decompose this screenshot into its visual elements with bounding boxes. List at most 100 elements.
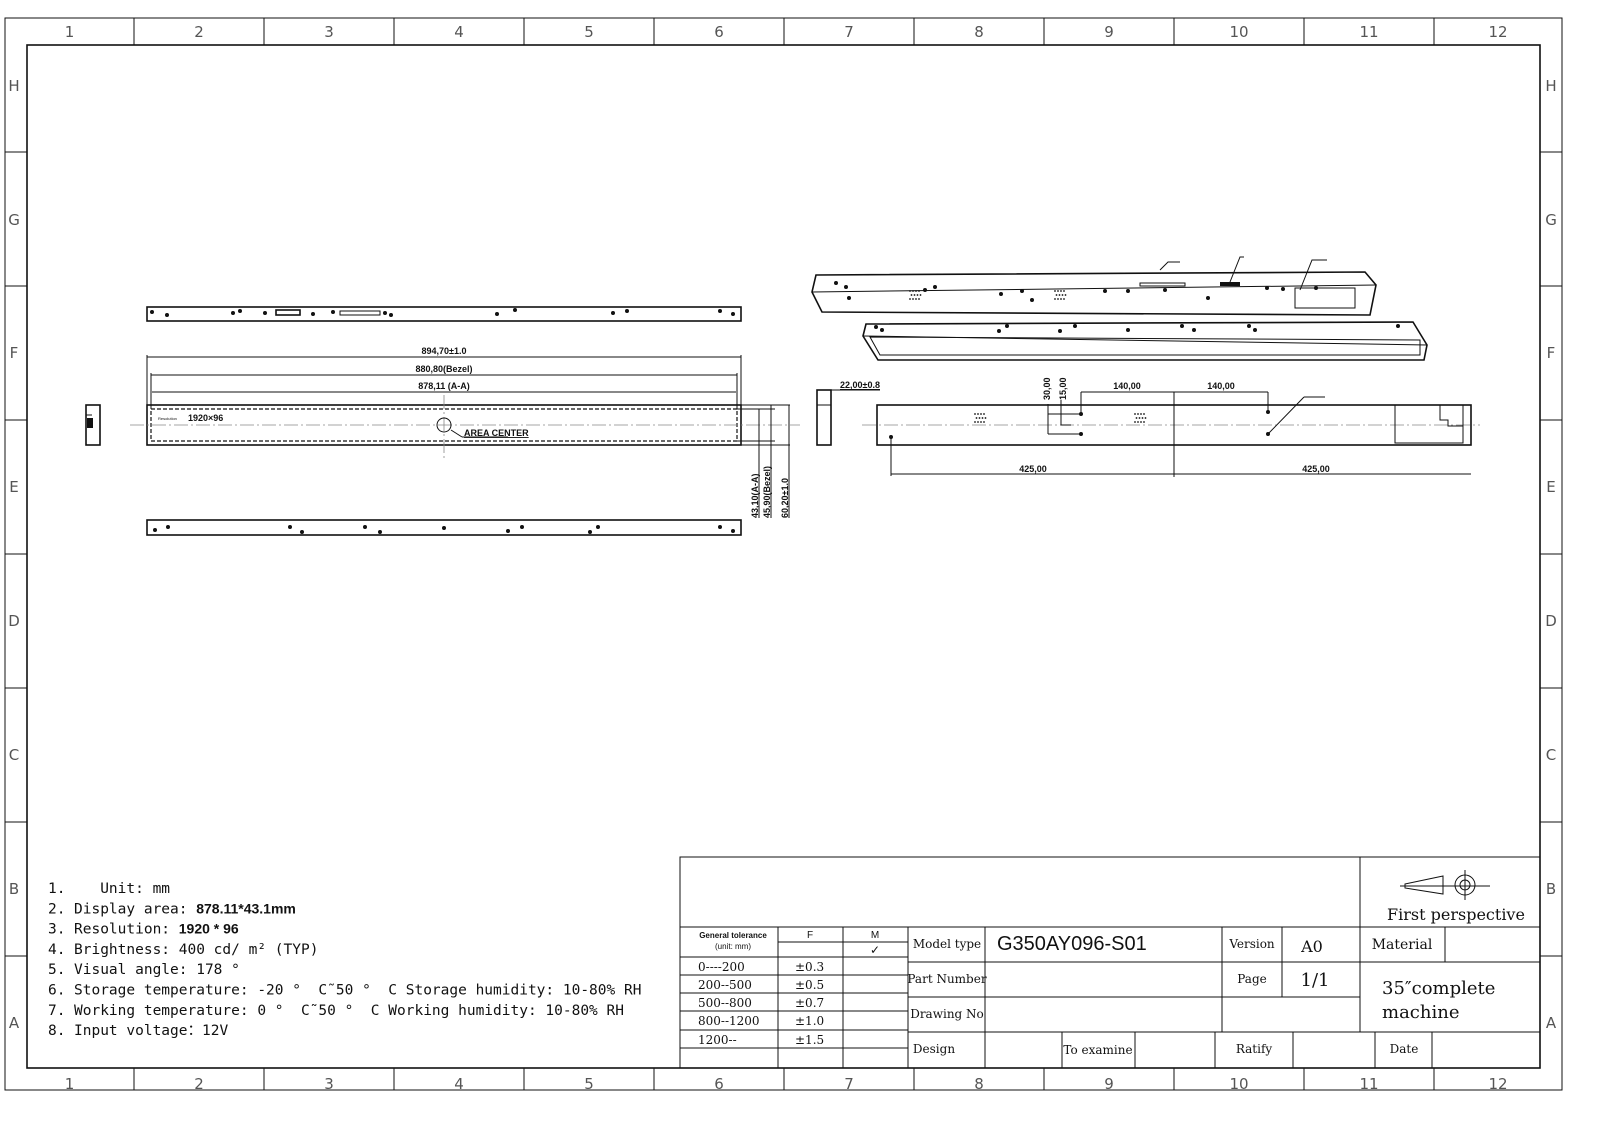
isometric-rear-housing bbox=[811, 256, 1377, 316]
drawing-no-label: Drawing No bbox=[910, 1007, 984, 1021]
speaker-grille-hole bbox=[1057, 290, 1059, 292]
note-item: Visual angle: 178 ° bbox=[74, 962, 240, 978]
speaker-grille-hole bbox=[915, 298, 917, 300]
screw-hole bbox=[718, 525, 722, 529]
speaker-grille-hole bbox=[915, 290, 917, 292]
screw-hole bbox=[997, 329, 1001, 333]
description-line-2: machine bbox=[1382, 1002, 1459, 1023]
screw-hole bbox=[1266, 410, 1270, 414]
speaker-grille-hole bbox=[1137, 421, 1139, 423]
screw-hole bbox=[331, 310, 335, 314]
grid-row-right: B bbox=[1546, 880, 1556, 898]
note-label: Brightness: 400 cd/ m² (TYP) bbox=[74, 942, 318, 958]
speaker-grille-hole bbox=[978, 417, 981, 419]
screw-hole bbox=[442, 526, 446, 530]
screw-hole bbox=[834, 281, 838, 285]
area-center-label: AREA CENTER bbox=[464, 428, 529, 438]
grid-column-bottom: 11 bbox=[1359, 1075, 1378, 1093]
speaker-grille-hole bbox=[1134, 413, 1136, 415]
grid-column-top: 8 bbox=[974, 23, 984, 41]
grid-column-top: 7 bbox=[844, 23, 854, 41]
screw-hole bbox=[520, 525, 524, 529]
version-value: A0 bbox=[1300, 937, 1323, 956]
dim-bezel-height: 45,90(Bezel) bbox=[762, 466, 772, 518]
grid-column-top: 10 bbox=[1229, 23, 1248, 41]
screw-hole bbox=[1206, 296, 1210, 300]
screw-hole bbox=[1058, 329, 1062, 333]
grid-column-bottom: 1 bbox=[65, 1075, 75, 1093]
speaker-grille-hole bbox=[1064, 294, 1067, 296]
isometric-front-bezel bbox=[862, 321, 1428, 361]
screw-hole bbox=[231, 311, 235, 315]
grid-column-bottom: 5 bbox=[584, 1075, 594, 1093]
speaker-grille-hole bbox=[1057, 298, 1059, 300]
grid-row-right: H bbox=[1545, 77, 1556, 95]
grid-column-top: 5 bbox=[584, 23, 594, 41]
speaker-grille-hole bbox=[912, 290, 914, 292]
speaker-grille-hole bbox=[1060, 290, 1062, 292]
screw-hole bbox=[1079, 412, 1083, 416]
dim-overall-width: 894,70±1.0 bbox=[422, 346, 467, 356]
tolerance-header: General tolerance bbox=[699, 931, 767, 940]
speaker-grille-hole bbox=[975, 417, 978, 419]
speaker-grille-hole bbox=[909, 298, 911, 300]
speaker-grille-hole bbox=[1135, 417, 1138, 419]
speaker-grille-hole bbox=[983, 421, 985, 423]
grid-row-left: E bbox=[9, 478, 18, 496]
screw-hole bbox=[165, 313, 169, 317]
grid-column-top: 11 bbox=[1359, 23, 1378, 41]
version-label: Version bbox=[1228, 937, 1275, 951]
screw-hole bbox=[880, 328, 884, 332]
screw-hole bbox=[150, 310, 154, 314]
note-item: Storage temperature: -20 ° C˜50 ° C Stor… bbox=[74, 983, 641, 999]
note-number: 5. bbox=[48, 962, 65, 978]
grid-row-right: E bbox=[1546, 478, 1555, 496]
description-line-1: 35″complete bbox=[1382, 978, 1495, 999]
grid-column-top: 3 bbox=[324, 23, 334, 41]
speaker-grille-hole bbox=[1060, 298, 1062, 300]
grid-row-right: D bbox=[1545, 612, 1557, 630]
date-label: Date bbox=[1390, 1042, 1419, 1056]
speaker-grille-hole bbox=[1054, 290, 1056, 292]
grid-row-right: A bbox=[1546, 1014, 1557, 1032]
part-number-label: Part Number bbox=[907, 972, 986, 986]
speaker-grille-hole bbox=[1058, 294, 1061, 296]
note-number: 4. bbox=[48, 942, 65, 958]
dim-overall-height: 60,20±1.0 bbox=[780, 478, 790, 518]
speaker-grille-hole bbox=[912, 298, 914, 300]
screw-hole bbox=[378, 530, 382, 534]
tolerance-value: ±0.3 bbox=[795, 960, 824, 974]
note-label: Input voltage：12V bbox=[74, 1023, 228, 1039]
note-item: Unit: mm bbox=[74, 881, 170, 897]
page-value: 1/1 bbox=[1301, 970, 1330, 991]
screw-hole bbox=[495, 312, 499, 316]
screw-hole bbox=[923, 288, 927, 292]
grid-column-top: 12 bbox=[1488, 23, 1507, 41]
screw-hole bbox=[311, 312, 315, 316]
note-number: 1. bbox=[48, 881, 65, 897]
tolerance-range: 800--1200 bbox=[698, 1014, 760, 1028]
grid-column-bottom: 2 bbox=[194, 1075, 204, 1093]
screw-hole bbox=[1030, 298, 1034, 302]
tolerance-range: 0----200 bbox=[698, 960, 745, 974]
examine-label: To examine bbox=[1063, 1043, 1132, 1057]
speaker-grille-hole bbox=[974, 413, 976, 415]
speaker-grille-hole bbox=[918, 298, 920, 300]
screw-hole bbox=[718, 309, 722, 313]
bottom-view bbox=[146, 519, 742, 536]
note-label: Display area: bbox=[74, 901, 196, 917]
grid-column-bottom: 9 bbox=[1104, 1075, 1114, 1093]
note-item: Display area: 878.11*43.1mm bbox=[74, 900, 296, 917]
screw-hole bbox=[1253, 328, 1257, 332]
screw-hole bbox=[625, 309, 629, 313]
tolerance-value: ±0.5 bbox=[795, 978, 824, 992]
front-view: 894,70±1.0 880,80(Bezel) 878,11 (A-A) Re… bbox=[130, 346, 800, 518]
grid-column-bottom: 12 bbox=[1488, 1075, 1507, 1093]
speaker-grille-hole bbox=[984, 417, 987, 419]
note-number: 3. bbox=[48, 922, 65, 938]
screw-hole bbox=[844, 285, 848, 289]
tolerance-value: ±1.0 bbox=[795, 1014, 824, 1028]
grid-column-top: 6 bbox=[714, 23, 724, 41]
